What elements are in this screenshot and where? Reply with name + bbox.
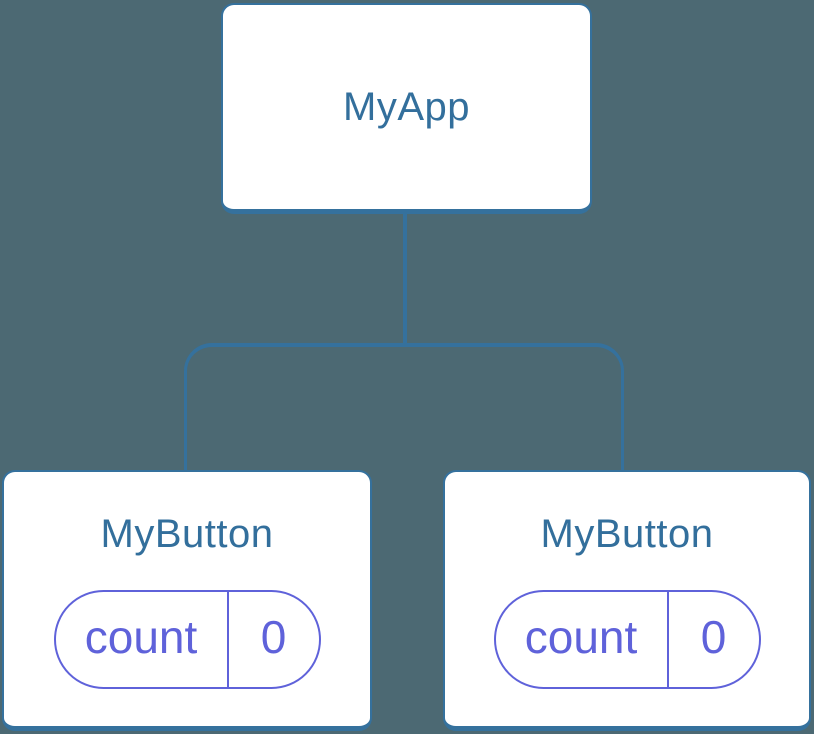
component-node-mybutton-left: MyButton count 0: [2, 470, 372, 731]
component-node-myapp: MyApp: [221, 3, 592, 214]
connector-branch-line: [184, 343, 624, 470]
connector-stem-line: [403, 214, 407, 346]
state-value-right: 0: [700, 611, 727, 663]
state-pill-right: count 0: [493, 589, 761, 689]
component-label-mybutton-right: MyButton: [540, 511, 714, 556]
state-key-left: count: [56, 591, 229, 687]
component-node-mybutton-right: MyButton count 0: [443, 470, 811, 731]
state-pill-left: count 0: [53, 589, 321, 689]
state-key-right: count: [496, 591, 669, 687]
component-label-mybutton-left: MyButton: [100, 511, 274, 556]
state-value-left: 0: [260, 611, 287, 663]
component-label-myapp: MyApp: [343, 85, 470, 129]
